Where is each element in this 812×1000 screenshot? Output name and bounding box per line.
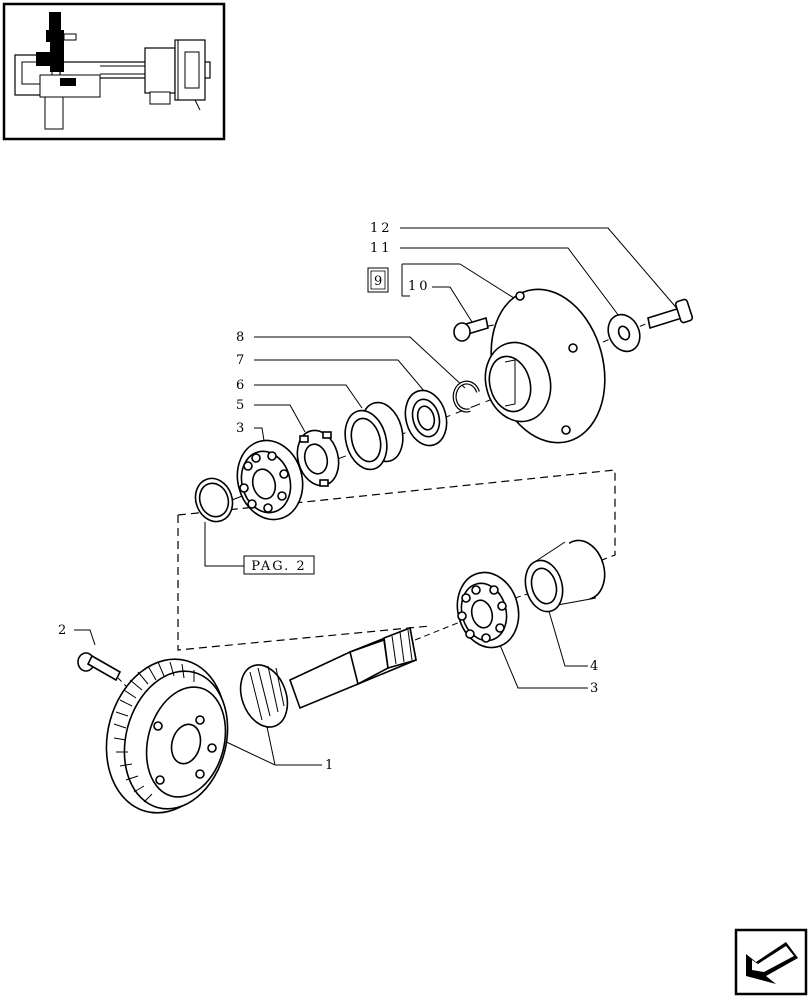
- callout-5: 5: [236, 398, 247, 413]
- callout-7: 7: [236, 353, 247, 368]
- leader-lines: [74, 227, 681, 766]
- screw-part-10: [453, 316, 489, 342]
- callout-10: 10: [408, 279, 431, 294]
- callout-3-lower: 3: [590, 681, 601, 696]
- sleeve-part-4: [524, 539, 606, 613]
- flange-hub-part-9: [484, 288, 606, 444]
- callout-3-upper: 3: [236, 421, 247, 436]
- bearing-part-3-upper: [236, 439, 304, 521]
- callout-1: 1: [325, 758, 336, 773]
- sleeve-part-6: [344, 401, 404, 471]
- callout-box-9: [367, 267, 389, 293]
- bolt-part-12: [647, 298, 694, 330]
- back-arrow-icon[interactable]: [734, 928, 808, 996]
- snap-ring-part-8: [452, 380, 480, 413]
- washer-part-11: [607, 313, 641, 353]
- ring-nut-part-5: [296, 429, 340, 487]
- callout-11: 11: [370, 241, 393, 256]
- shim-ring: [194, 477, 234, 523]
- axle-assembly-thumbnail-icon: [2, 2, 226, 141]
- callout-4: 4: [590, 659, 601, 674]
- crown-gear-part-1: [105, 658, 229, 814]
- callout-2: 2: [58, 623, 69, 638]
- bolt-part-2: [77, 652, 122, 682]
- callout-6: 6: [236, 378, 247, 393]
- callout-8: 8: [236, 330, 247, 345]
- page-ref-box: PAG. 2: [243, 555, 315, 575]
- pinion-shaft-part-1: [239, 626, 417, 728]
- seal-part-7: [404, 389, 448, 447]
- bearing-part-3-lower: [456, 571, 520, 649]
- callout-labels: 12 11 9 10 8 7 6 5 3 2 1 4 3: [58, 221, 601, 773]
- callout-12: 12: [370, 221, 393, 236]
- page-ref-label: PAG. 2: [251, 559, 306, 574]
- callout-9: 9: [374, 274, 385, 289]
